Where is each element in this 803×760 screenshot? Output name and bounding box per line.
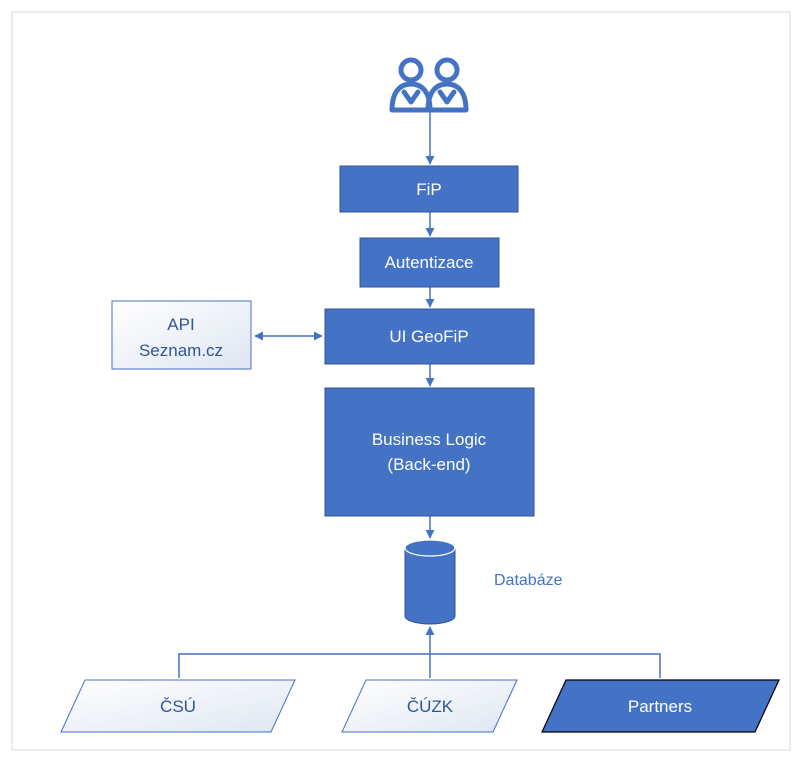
cuzk-label: ČÚZK [407, 697, 454, 716]
connectors [178, 110, 661, 678]
auth-label: Autentizace [385, 253, 474, 272]
backend-label-line2: (Back-end) [387, 455, 470, 474]
api-label-line2: Seznam.cz [139, 341, 223, 360]
auth-node: Autentizace [359, 237, 500, 288]
partners-node: Partners [541, 679, 780, 733]
partners-label: Partners [628, 697, 692, 716]
edge-sources-bus [178, 653, 661, 678]
cuzk-node: ČÚZK [341, 679, 518, 733]
diagram-frame [11, 11, 791, 751]
ui-label: UI GeoFiP [389, 327, 468, 346]
api-node: API Seznam.cz [111, 300, 252, 370]
backend-node: Business Logic (Back-end) [324, 387, 535, 517]
database-node: Databáze [404, 539, 563, 625]
database-label: Databáze [494, 572, 563, 589]
csu-label: ČSÚ [160, 697, 196, 716]
api-label-line1: API [167, 315, 194, 334]
backend-label-line1: Business Logic [372, 430, 487, 449]
users-icon [389, 57, 469, 113]
ui-node: UI GeoFiP [324, 308, 535, 365]
fip-label: FiP [416, 180, 442, 199]
fip-node: FiP [339, 165, 519, 213]
csu-node: ČSÚ [60, 679, 296, 733]
database-icon [404, 548, 456, 625]
